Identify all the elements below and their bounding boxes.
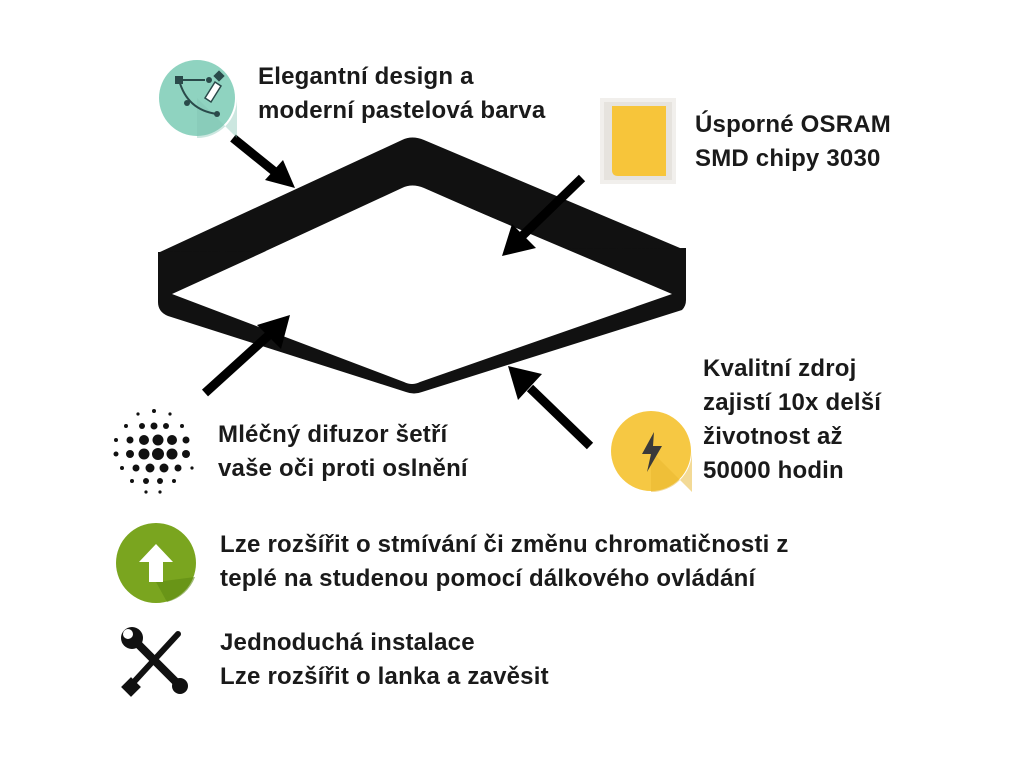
- arrow-design: [230, 134, 295, 188]
- install-text-line-2: Lze rozšířit o lanka a zavěsit: [220, 663, 549, 690]
- chips-text-line-2: SMD chipy 3030: [695, 145, 881, 172]
- power-text-line-3: životnost až: [703, 423, 843, 450]
- design-text-line-1: Elegantní design a: [258, 63, 474, 90]
- diffuser-text: Mléčný difuzor šetří vaše oči proti osln…: [218, 418, 468, 486]
- lightning-icon: [611, 411, 692, 492]
- chips-text: Úsporné OSRAM SMD chipy 3030: [695, 108, 891, 176]
- dots-pattern-icon: [113, 409, 194, 494]
- diffuser-text-line-2: vaše oči proti oslnění: [218, 455, 468, 482]
- design-text-line-2: moderní pastelová barva: [258, 97, 546, 124]
- design-pen-icon: [159, 60, 237, 138]
- dimming-text-line-1: Lze rozšířit o stmívání či změnu chromat…: [220, 531, 789, 558]
- dimming-text: Lze rozšířit o stmívání či změnu chromat…: [220, 528, 789, 596]
- install-text: Jednoduchá instalace Lze rozšířit o lank…: [220, 626, 549, 694]
- arrow-diffuser: [201, 315, 290, 397]
- ceiling-lamp-illustration: [158, 137, 686, 394]
- arrow-chips: [502, 174, 586, 256]
- power-text-line-4: 50000 hodin: [703, 457, 844, 484]
- power-text-line-1: Kvalitní zdroj: [703, 355, 857, 382]
- tools-icon: [121, 627, 188, 697]
- dimming-text-line-2: teplé na studenou pomocí dálkového ovlád…: [220, 565, 756, 592]
- chips-text-line-1: Úsporné OSRAM: [695, 111, 891, 138]
- smd-chip-icon: [600, 98, 676, 184]
- design-text: Elegantní design a moderní pastelová bar…: [258, 60, 545, 128]
- diffuser-text-line-1: Mléčný difuzor šetří: [218, 421, 448, 448]
- arrow-up-icon: [116, 523, 196, 603]
- power-text-line-2: zajistí 10x delší: [703, 389, 882, 416]
- power-text: Kvalitní zdroj zajistí 10x delší životno…: [703, 352, 881, 488]
- install-text-line-1: Jednoduchá instalace: [220, 629, 475, 656]
- arrow-power: [508, 366, 594, 450]
